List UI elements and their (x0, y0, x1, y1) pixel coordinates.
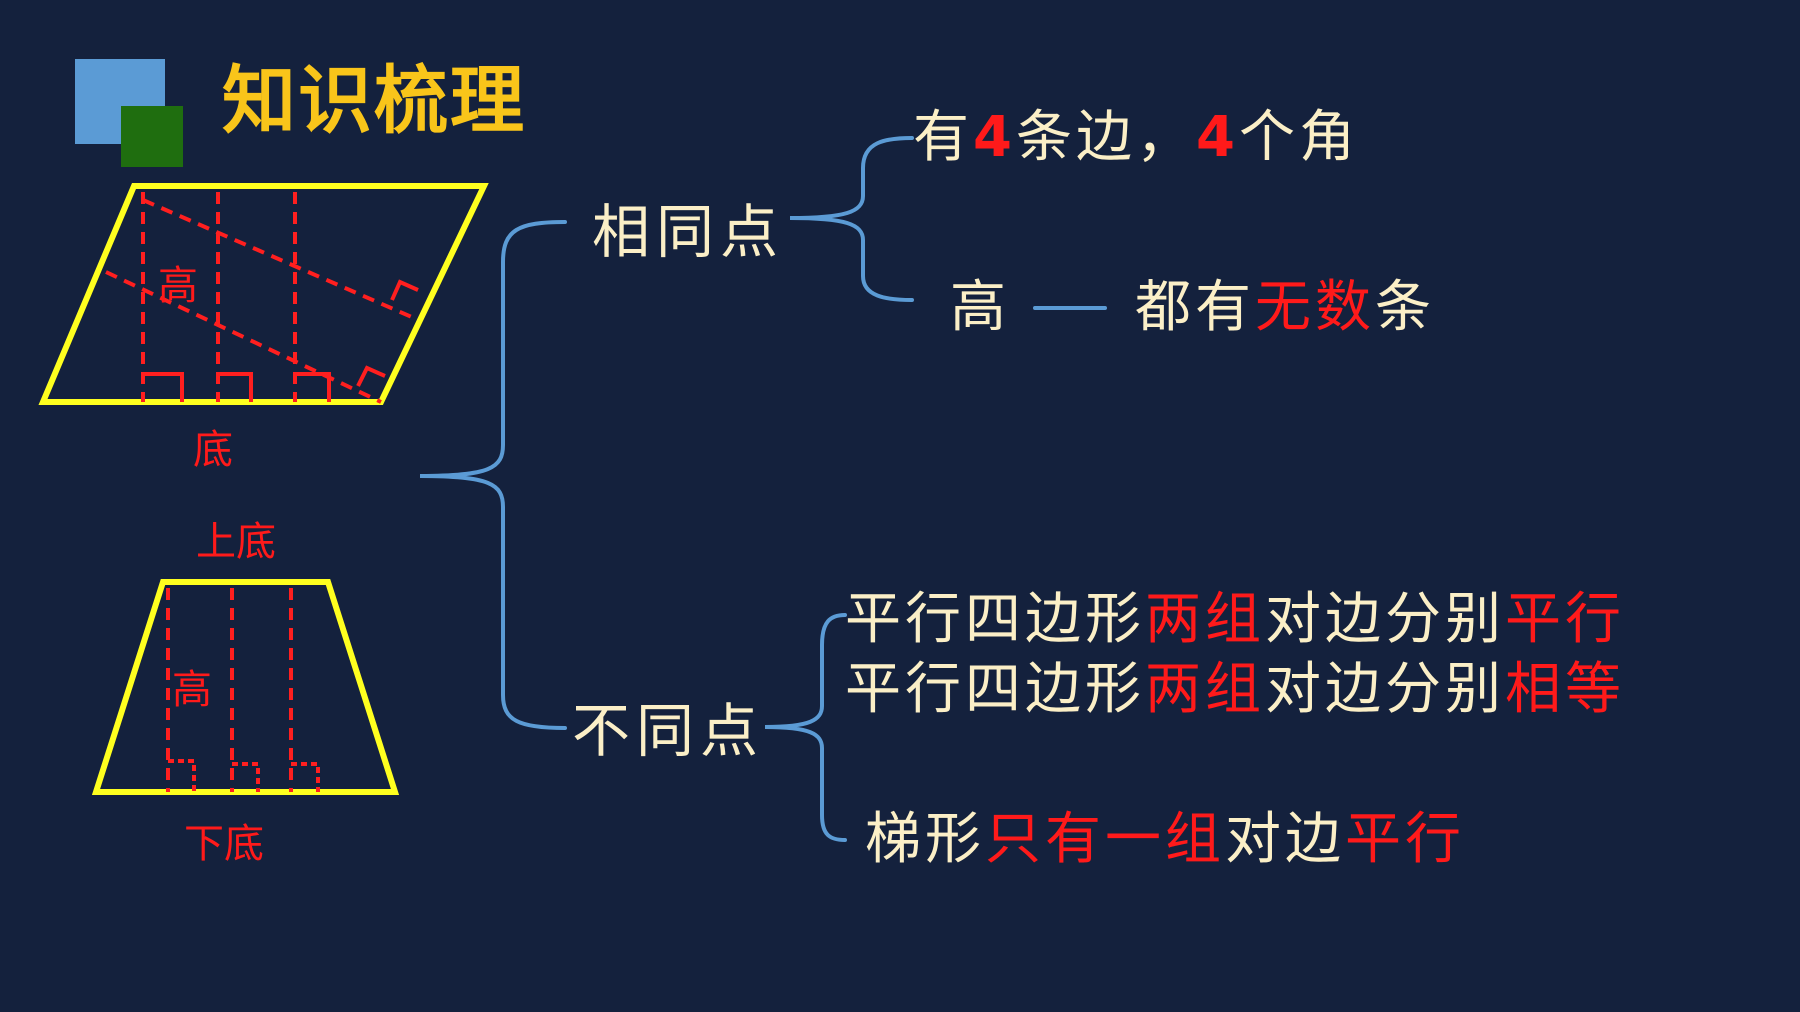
similarities-brace (789, 136, 914, 302)
logo-green-square (121, 106, 183, 167)
right-angle-mark (218, 372, 253, 402)
main-brace (419, 220, 567, 730)
right-angle-mark (232, 762, 260, 792)
similarities-line-sides-angles: 有4条边，4个角 (913, 105, 1359, 170)
trapezoid-figure (91, 579, 400, 795)
parallelogram-figure (38, 183, 489, 405)
right-angle-mark (168, 759, 196, 792)
trapezoid-top-base-label: 上底 (196, 519, 276, 565)
differences-brace (764, 613, 847, 842)
page-title: 知识梳理 (222, 58, 526, 144)
right-angle-mark (390, 279, 419, 301)
differences-line-equal: 平行四边形两组对边分别相等 (845, 657, 1625, 722)
parallelogram-base-label: 底 (193, 427, 233, 473)
right-angle-mark (143, 372, 184, 402)
similarities-height-word: 高 (950, 275, 1010, 340)
parallelogram-height-label: 高 (158, 263, 198, 309)
similarities-line-heights: 都有无数条 (1135, 275, 1435, 340)
trapezoid-height-label: 高 (172, 667, 212, 713)
trapezoid-bottom-base-label: 下底 (184, 821, 264, 867)
similarities-heading: 相同点 (592, 198, 785, 266)
parallelogram-slant-height-1 (142, 198, 415, 320)
trapezoid-outline (91, 579, 400, 795)
differences-line-trapezoid: 梯形只有一组对边平行 (865, 807, 1465, 872)
differences-heading: 不同点 (572, 697, 765, 765)
differences-line-parallel: 平行四边形两组对边分别平行 (845, 587, 1625, 652)
right-angle-mark (356, 365, 386, 387)
right-angle-mark (295, 372, 331, 402)
right-angle-mark (291, 762, 320, 792)
parallelogram-outline (38, 183, 489, 405)
parallelogram-slant-height-2 (105, 270, 382, 404)
